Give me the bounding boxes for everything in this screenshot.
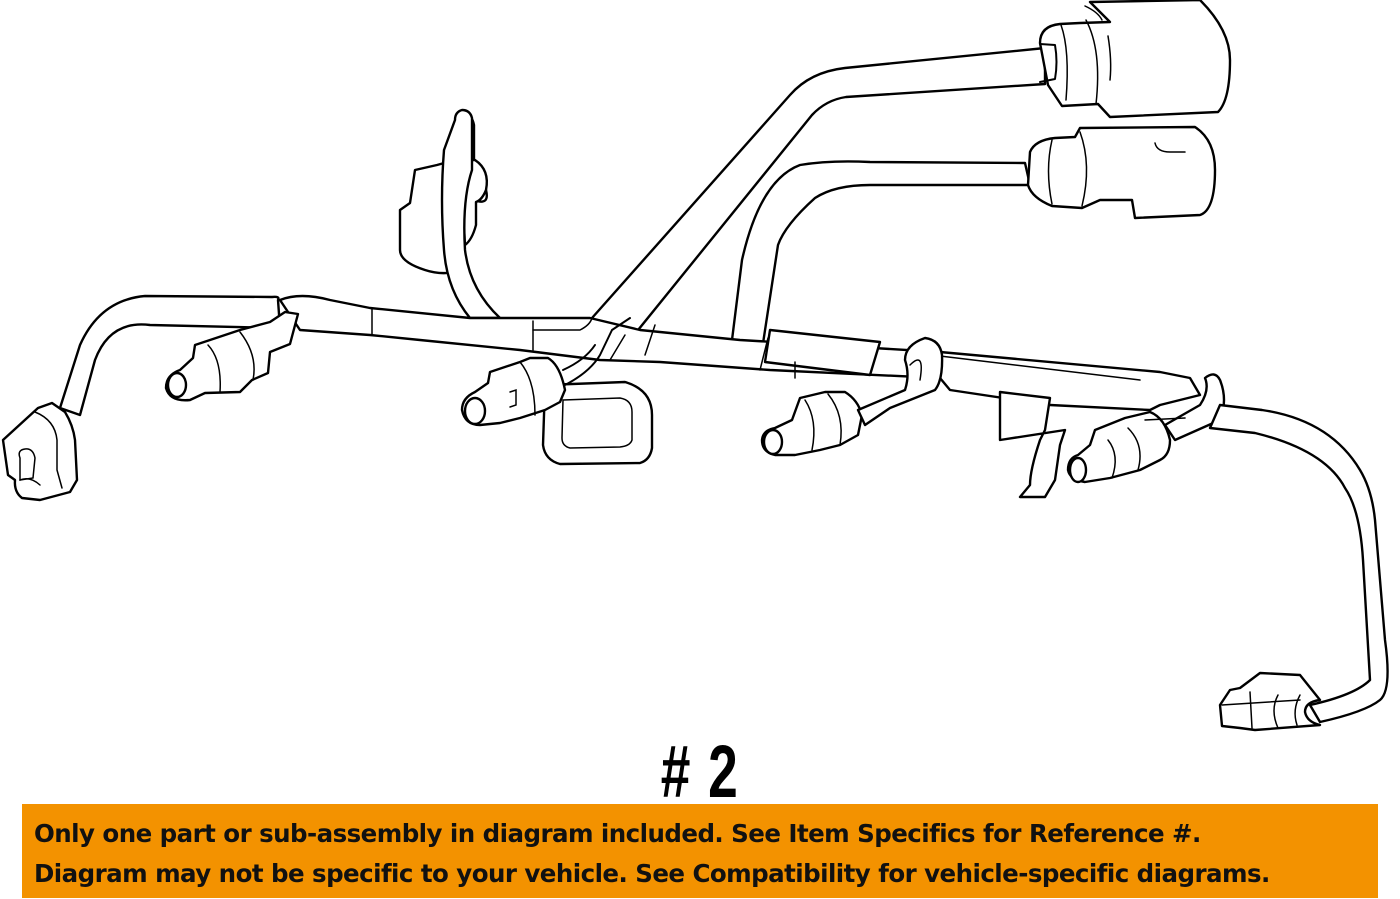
left-end-connector: [1, 401, 79, 502]
harness-branch-mid-right: [730, 160, 1032, 352]
mounting-bracket: [541, 380, 654, 466]
upper-right-connector-small: [1026, 125, 1217, 220]
upper-right-connector-large: [1038, 0, 1232, 119]
lower-right-end-connector: [1218, 671, 1322, 732]
disclaimer-banner: Only one part or sub-assembly in diagram…: [22, 804, 1378, 898]
injector-connector-4: [998, 373, 1226, 499]
harness-branch-left: [58, 294, 282, 417]
injector-connector-3: [760, 336, 944, 457]
banner-line-2: Diagram may not be specific to your vehi…: [34, 859, 1270, 888]
harness-trunk: [278, 294, 1202, 412]
injector-connector-1: [164, 310, 300, 402]
harness-branch-lower-right: [1208, 403, 1389, 724]
banner-line-1: Only one part or sub-assembly in diagram…: [34, 819, 1201, 848]
wiring-harness-diagram: [1, 0, 1389, 732]
reference-number-label: # 2: [660, 730, 740, 813]
top-center-clip-connector: [398, 108, 502, 320]
injector-connector-2: [460, 317, 631, 427]
